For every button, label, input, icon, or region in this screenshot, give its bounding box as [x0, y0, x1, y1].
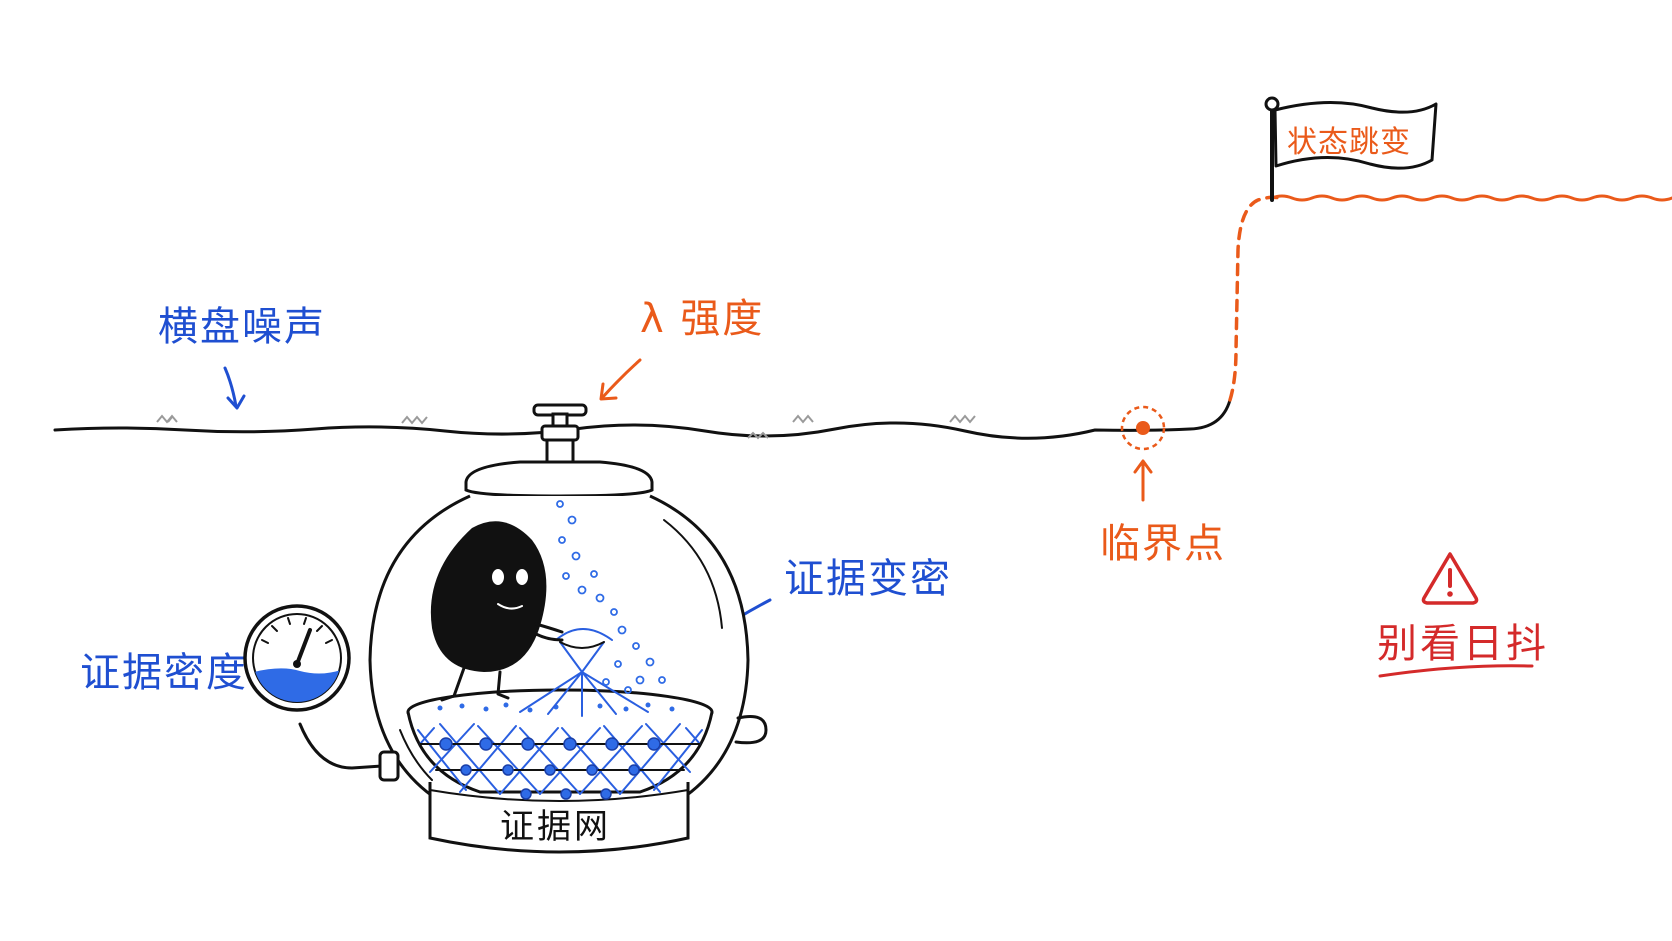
critical-point-ring — [1120, 405, 1166, 451]
flag-label: 状态跳变 — [1287, 125, 1411, 160]
lambda-strength-arrow — [599, 358, 642, 401]
dont-watch-daily-underline — [1378, 664, 1534, 678]
black-blob-creature — [430, 521, 564, 702]
jump-dashed-rise — [1228, 195, 1282, 402]
glass-reflection — [663, 519, 723, 629]
critical-point-arrow — [1133, 459, 1153, 502]
globe-handle — [734, 715, 768, 745]
evidence-net-label: 证据网 — [500, 807, 611, 847]
falling-particles — [556, 500, 666, 694]
flag-pole-knob — [1264, 96, 1280, 112]
lambda-strength-label: λ 强度 — [640, 296, 764, 342]
baseline-group — [53, 398, 1232, 440]
apparatus-lid — [464, 460, 654, 498]
plate-noise-label: 横盘噪声 — [158, 304, 326, 350]
funnel-net — [519, 628, 649, 717]
gauge-water-fill — [253, 668, 341, 702]
noise-squiggle — [949, 414, 976, 424]
critical-point-label: 临界点 — [1100, 521, 1226, 567]
evidence-denser-label: 证据变密 — [784, 556, 952, 602]
critical-point-marker — [1120, 405, 1166, 451]
noise-squiggle — [156, 414, 178, 424]
upper-plateau-wave — [1270, 194, 1672, 202]
noise-squiggle — [747, 431, 769, 440]
noise-squiggle — [792, 414, 814, 424]
flag-icon: 状态跳变 — [1264, 96, 1438, 202]
net-basket — [406, 688, 714, 800]
state-jump-group — [1228, 194, 1672, 402]
baseline-line — [53, 398, 1232, 440]
critical-point-dot — [1136, 421, 1150, 435]
evidence-density-label: 证据密度 — [80, 650, 248, 696]
gauge-needle — [295, 628, 312, 666]
plate-noise-arrow — [223, 366, 246, 410]
apparatus-base: 证据网 — [428, 782, 690, 854]
evidence-apparatus: 证据网 — [243, 403, 768, 854]
noise-squiggle — [401, 415, 428, 425]
warning-triangle-icon — [1421, 552, 1479, 605]
glass-reflection — [399, 729, 433, 781]
pressure-gauge-icon — [243, 604, 400, 782]
flag-cloth — [1273, 101, 1438, 170]
dont-watch-daily-label: 别看日抖 — [1377, 621, 1549, 667]
